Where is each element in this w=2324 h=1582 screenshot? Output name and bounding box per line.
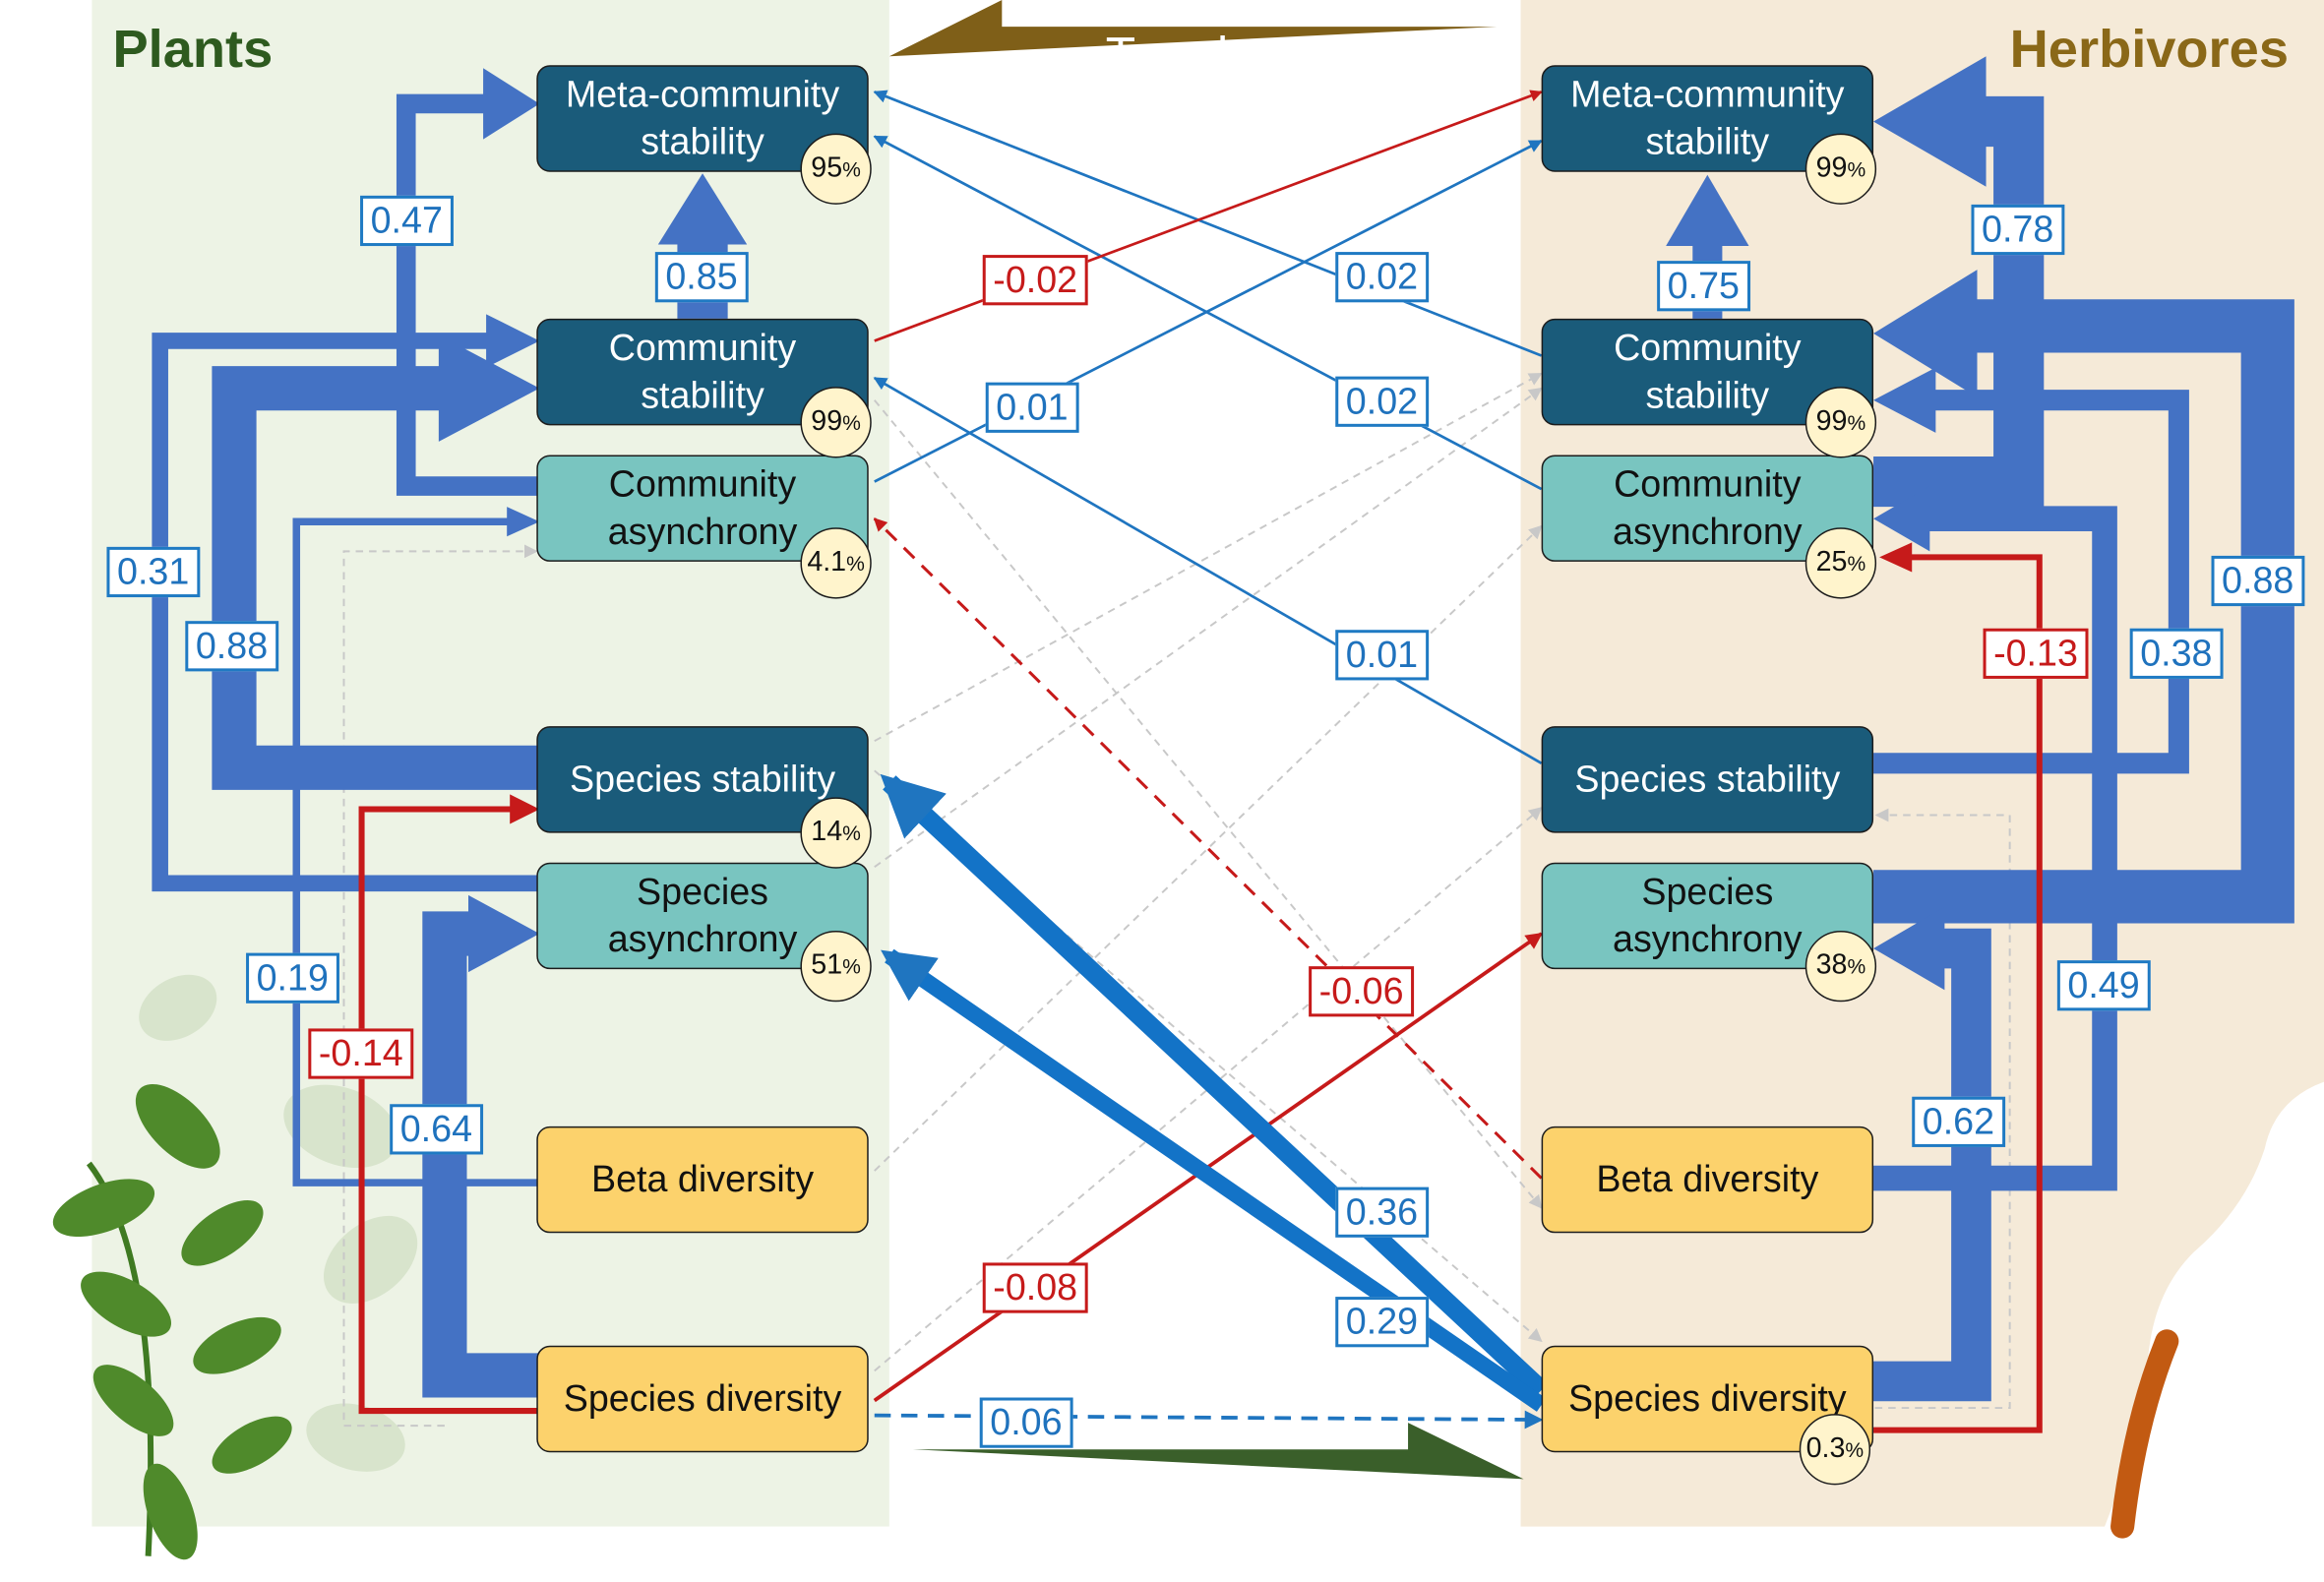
herbivores-within-arrowheads — [1666, 56, 1987, 991]
coef-plant-beta-to-comm-async: 0.19 — [246, 952, 339, 1004]
coef-herb-async-to-plant-meta: 0.02 — [1335, 376, 1429, 427]
coef-herb-div-to-plant-sp-stab: 0.36 — [1335, 1186, 1429, 1238]
plants-community-stability-node: Community stability — [536, 318, 869, 426]
diversity-dashed-path — [874, 1410, 1544, 1430]
coef-herb-sp-stab-to-comm: 0.38 — [2129, 628, 2224, 679]
coef-herb-div-to-comm-async: -0.13 — [1983, 628, 2089, 679]
coef-plant-comm-to-meta: 0.85 — [654, 252, 749, 303]
coef-plant-div-to-herb-div: 0.06 — [979, 1397, 1073, 1448]
plants-community-stability-r2: 99% — [800, 387, 872, 458]
coef-herb-sp-async-to-comm: 0.88 — [2211, 555, 2304, 607]
herbivores-community-asynchrony-r2: 25% — [1804, 527, 1877, 599]
cross-negative-dashed-path — [873, 517, 1543, 1180]
bottom-up-arrow — [912, 1423, 1524, 1480]
herbivores-meta-stability-r2: 99% — [1804, 133, 1877, 205]
plants-negative-path — [358, 806, 540, 1415]
coef-plant-async-to-herb-meta: 0.01 — [985, 382, 1079, 433]
coef-plant-sp-async-to-comm: 0.31 — [106, 546, 200, 598]
coef-plant-comm-to-herb-meta: -0.02 — [982, 255, 1088, 306]
herbivores-negative-path — [1873, 554, 2043, 1433]
coef-herb-div-to-sp-async: 0.62 — [1912, 1096, 2005, 1147]
top-down-arrow — [888, 0, 1498, 57]
plants-meta-stability-r2: 95% — [800, 133, 872, 205]
coef-plant-div-to-sp-stab: -0.14 — [308, 1028, 414, 1079]
herbivores-species-diversity-r2: 0.3% — [1799, 1414, 1871, 1486]
plants-heading: Plants — [112, 18, 274, 79]
bottom-up-asynchrony-path — [881, 948, 1547, 1412]
plants-negative-arrowhead — [510, 794, 540, 824]
plants-species-asynchrony-r2: 51% — [800, 931, 872, 1003]
bottom-up-label: Bottom-up — [1072, 1450, 1299, 1506]
plants-species-stability-r2: 14% — [800, 797, 872, 869]
coef-herb-comm-to-plant-meta: 0.02 — [1335, 252, 1429, 303]
plants-community-asynchrony-r2: 4.1% — [800, 527, 872, 599]
cross-thin-paths — [873, 90, 1543, 764]
herbivores-negative-arrowhead — [1879, 542, 1913, 573]
cross-negative-path — [874, 90, 1543, 342]
coef-herb-beta-to-plant-async: -0.06 — [1309, 966, 1415, 1017]
bottom-up-stability-path — [880, 773, 1549, 1398]
coef-plant-div-to-herb-sp-async: -0.08 — [982, 1262, 1088, 1313]
herbivores-species-asynchrony-r2: 38% — [1804, 931, 1877, 1003]
coef-herb-async-to-meta: 0.78 — [1971, 204, 2064, 256]
leaves-illustration — [52, 974, 418, 1560]
herbivores-species-asynchrony-node: Species asynchrony — [1541, 862, 1874, 970]
herbivores-community-asynchrony-node: Community asynchrony — [1541, 455, 1874, 562]
coef-herb-div-to-plant-sp-async: 0.29 — [1335, 1297, 1429, 1348]
plants-beta-diversity-node: Beta diversity — [536, 1126, 869, 1234]
plants-species-diversity-node: Species diversity — [536, 1345, 869, 1453]
plants-within-arrowheads — [438, 68, 748, 973]
plants-species-asynchrony-node: Species asynchrony — [536, 862, 869, 970]
herbivores-community-stability-node: Community stability — [1541, 318, 1874, 426]
herbivores-community-stability-r2: 99% — [1804, 387, 1877, 458]
coef-herb-sp-stab-to-plant-comm: 0.01 — [1335, 630, 1429, 681]
herbivores-species-diversity-node: Species diversity — [1541, 1345, 1874, 1453]
herbivores-beta-diversity-node: Beta diversity — [1541, 1126, 1874, 1234]
coef-herb-beta-to-comm-async: 0.49 — [2056, 960, 2151, 1011]
herbivores-species-stability-node: Species stability — [1541, 726, 1874, 833]
top-down-label: Top-down — [1105, 27, 1318, 82]
coef-plant-async-to-meta: 0.47 — [360, 195, 454, 247]
plants-meta-stability-node: Meta-community stability — [536, 65, 869, 172]
herbivores-heading: Herbivores — [2009, 18, 2289, 79]
caterpillar-illustration — [2110, 1329, 2179, 1539]
coef-herb-comm-to-meta: 0.75 — [1657, 261, 1750, 312]
plants-community-asynchrony-node: Community asynchrony — [536, 455, 869, 562]
coef-plant-sp-stab-to-comm: 0.88 — [185, 621, 278, 672]
coef-plant-div-to-sp-async: 0.64 — [390, 1104, 483, 1155]
herbivores-within-paths — [1692, 95, 2294, 1402]
